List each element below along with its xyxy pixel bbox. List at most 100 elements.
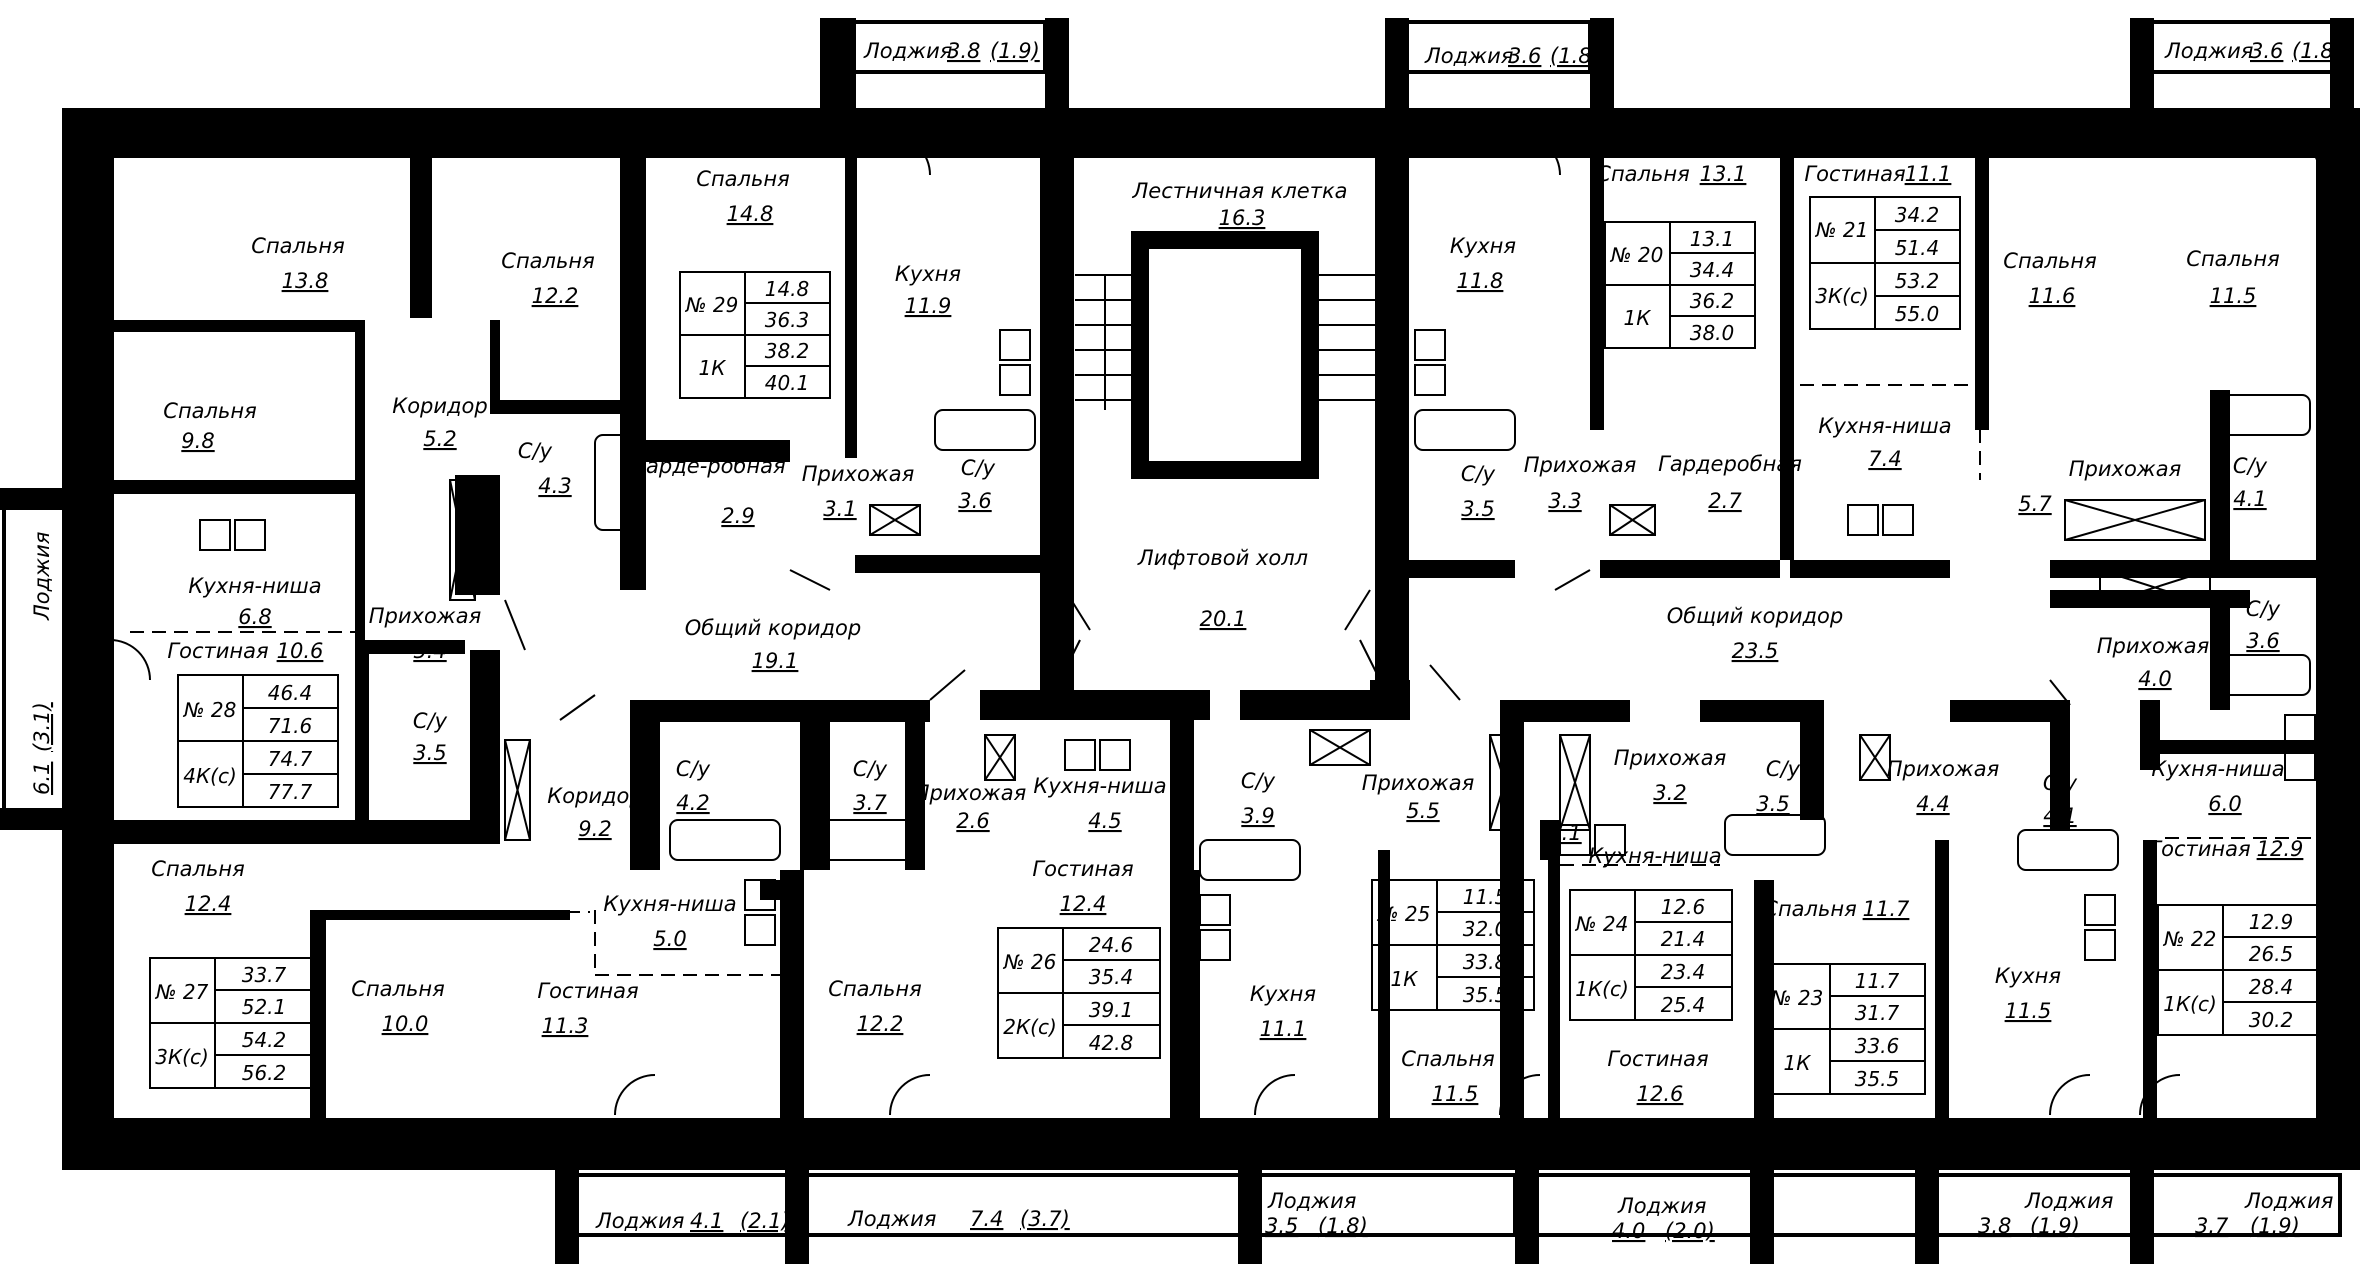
loggia-area: 3.5 bbox=[1265, 1214, 1298, 1238]
apartment-value: 71.6 bbox=[268, 714, 313, 738]
room-area: 3.7 bbox=[853, 791, 887, 815]
apartment-value: 35.5 bbox=[1463, 983, 1508, 1007]
room-area: 4.1 bbox=[2233, 487, 2266, 511]
room-area: 12.6 bbox=[1637, 1082, 1684, 1106]
room-name: Спальня bbox=[163, 399, 256, 423]
room-name: Гарде-робная bbox=[634, 454, 785, 478]
loggia-labels: Лоджия 3.8 (1.9) Лоджия 3.6 (1.8) Лоджия… bbox=[30, 39, 2342, 1243]
room-area: 13.8 bbox=[282, 269, 329, 293]
apartment-value: 33.7 bbox=[242, 963, 287, 987]
room-area: 11.5 bbox=[1432, 1082, 1479, 1106]
apartment-value: 38.2 bbox=[765, 339, 810, 363]
room-area: 13.1 bbox=[1700, 162, 1747, 186]
loggia-name: Лоджия bbox=[595, 1209, 684, 1233]
room-name: Гостиная bbox=[167, 639, 268, 663]
room-name: С/у bbox=[413, 709, 448, 733]
loggia-name: Лоджия bbox=[2024, 1189, 2113, 1213]
apartment-value: 26.5 bbox=[2249, 942, 2294, 966]
room-area: 3.6 bbox=[2246, 629, 2279, 653]
room-area: 3.3 bbox=[1548, 489, 1581, 513]
loggia-outlines bbox=[2, 20, 2342, 1237]
apartment-number: № 25 bbox=[1377, 902, 1431, 926]
room-area: 6.8 bbox=[238, 605, 271, 629]
room-name: Гостиная bbox=[537, 979, 638, 1003]
room-name: Прихожая bbox=[2069, 457, 2181, 481]
apartment-value: 25.4 bbox=[1661, 993, 1706, 1017]
apartment-value: 11.5 bbox=[1463, 885, 1508, 909]
apartment-type: 1К(с) bbox=[1575, 977, 1629, 1001]
room-area: 12.4 bbox=[1060, 892, 1107, 916]
apartment-value: 33.6 bbox=[1855, 1034, 1900, 1058]
apartment-number: № 26 bbox=[1003, 950, 1057, 974]
apartment-table: № 21 3К(с) 34.2 51.4 53.2 55.0 bbox=[1815, 203, 1940, 326]
loggia-reduced-area: (1.9) bbox=[2250, 1214, 2300, 1238]
room-name: Лестничная клетка bbox=[1132, 179, 1348, 203]
room-area: 10.6 bbox=[277, 639, 324, 663]
room-name: Кухня bbox=[1995, 964, 2061, 988]
apartment-value: 35.4 bbox=[1089, 965, 1134, 989]
apartment-type: 1К bbox=[1391, 967, 1419, 991]
loggia-reduced-area: (1.9) bbox=[990, 39, 1040, 63]
apartment-table: № 23 1К 11.7 31.7 33.6 35.5 bbox=[1770, 969, 1900, 1091]
fixtures bbox=[109, 111, 2321, 1165]
apartment-value: 35.5 bbox=[1855, 1067, 1900, 1091]
room-name: Прихожая bbox=[1362, 771, 1474, 795]
apartment-number: № 28 bbox=[183, 698, 237, 722]
apartment-value: 34.4 bbox=[1690, 258, 1735, 282]
room-name: Кухня-ниша bbox=[603, 892, 736, 916]
loggia-area: 3.8 bbox=[947, 39, 980, 63]
room-name: Прихожая bbox=[1887, 757, 1999, 781]
apartment-type: 3К(с) bbox=[1815, 284, 1869, 308]
room-area: 3.1 bbox=[823, 497, 856, 521]
apartment-table: № 29 1К 14.8 36.3 38.2 40.1 bbox=[685, 277, 810, 395]
loggia-reduced-area: (1.9) bbox=[2030, 1214, 2080, 1238]
room-area: 5.4 bbox=[413, 639, 446, 663]
apartment-value: 21.4 bbox=[1661, 927, 1706, 951]
room-area: 9.8 bbox=[181, 429, 214, 453]
room-name: С/у bbox=[961, 456, 996, 480]
room-area: 5.2 bbox=[423, 427, 456, 451]
apartment-type: 2К(с) bbox=[1003, 1015, 1057, 1039]
room-area: 23.5 bbox=[1732, 639, 1779, 663]
apartment-number: № 29 bbox=[685, 293, 739, 317]
room-area: 4.3 bbox=[538, 474, 571, 498]
room-name: Спальня bbox=[251, 234, 344, 258]
apartment-value: 23.4 bbox=[1661, 960, 1706, 984]
room-area: 2.6 bbox=[956, 809, 989, 833]
apartment-table: № 26 2К(с) 24.6 35.4 39.1 42.8 bbox=[1003, 933, 1134, 1055]
loggia-name: Лоджия bbox=[30, 532, 54, 621]
apartment-value: 51.4 bbox=[1895, 236, 1940, 260]
apartment-value: 55.0 bbox=[1895, 302, 1940, 326]
apartment-table: № 24 1К(с) 12.6 21.4 23.4 25.4 bbox=[1575, 895, 1706, 1017]
room-name: С/у bbox=[1766, 757, 1801, 781]
loggia-name: Лоджия bbox=[1267, 1189, 1356, 1213]
loggia-name: Лоджия bbox=[2244, 1189, 2333, 1213]
room-area: 7.4 bbox=[1868, 447, 1901, 471]
room-name: Кухня bbox=[1250, 982, 1316, 1006]
room-area: 2.9 bbox=[721, 504, 754, 528]
room-name: Кухня bbox=[1450, 234, 1516, 258]
room-area: 20.1 bbox=[1200, 607, 1247, 631]
apartment-number: № 23 bbox=[1770, 986, 1824, 1010]
room-area: 14.8 bbox=[727, 202, 774, 226]
room-area: 3.9 bbox=[1241, 804, 1274, 828]
apartment-value: 77.7 bbox=[268, 780, 313, 804]
room-name: Кухня-ниша bbox=[1588, 844, 1721, 868]
room-area: 4.4 bbox=[1916, 792, 1949, 816]
room-area: 5.0 bbox=[653, 927, 686, 951]
room-name: Кухня-ниша bbox=[1033, 774, 1166, 798]
loggia-area: 3.6 bbox=[1508, 44, 1541, 68]
room-name: Прихожая bbox=[802, 462, 914, 486]
loggia-area: 7.4 bbox=[970, 1207, 1003, 1231]
room-area: 6.0 bbox=[2208, 792, 2241, 816]
room-name: Спальня bbox=[696, 167, 789, 191]
room-area: 11.8 bbox=[1457, 269, 1504, 293]
apartment-value: 52.1 bbox=[242, 995, 287, 1019]
room-name: Спальня bbox=[828, 977, 921, 1001]
loggia-reduced-area: (3.7) bbox=[1020, 1207, 1070, 1231]
loggia-name: Лоджия bbox=[863, 39, 952, 63]
room-name: Прихожая bbox=[914, 781, 1026, 805]
room-area: 3.5 bbox=[1461, 497, 1494, 521]
loggia-name: Лоджия bbox=[1424, 44, 1513, 68]
